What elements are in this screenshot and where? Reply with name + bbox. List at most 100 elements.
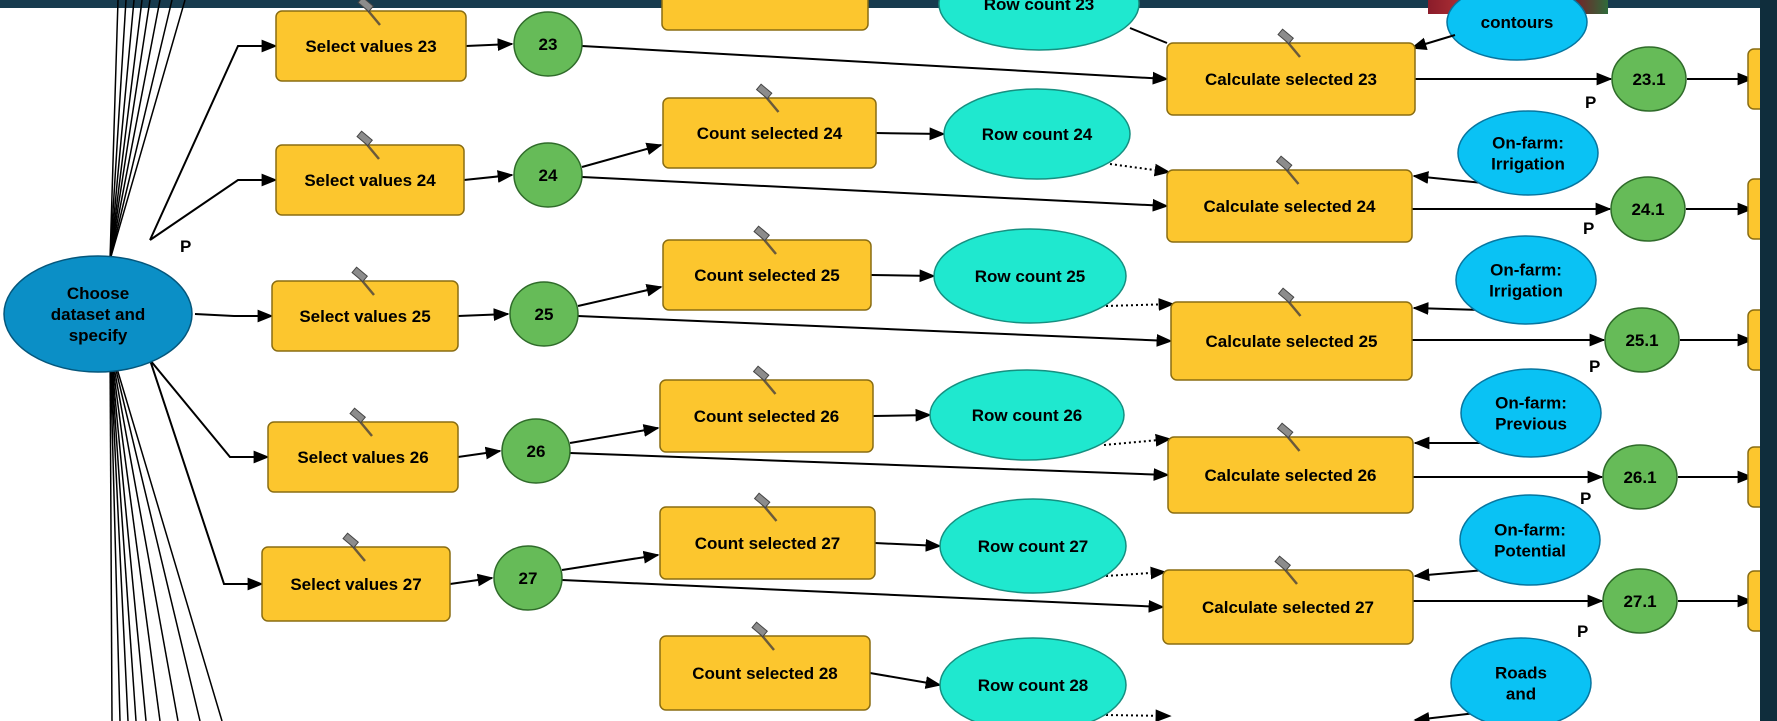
select-values-26-shape[interactable] bbox=[267, 421, 459, 493]
data-26[interactable]: 26 bbox=[501, 418, 571, 484]
input-24[interactable]: On-farm:Irrigation bbox=[1457, 110, 1599, 196]
calculate-selected-26-shape[interactable] bbox=[1167, 436, 1414, 514]
select-values-27[interactable]: Select values 27 bbox=[261, 532, 451, 622]
row-count-24-label-line: Row count 24 bbox=[982, 125, 1093, 144]
next-tool-25-partial[interactable] bbox=[1747, 309, 1760, 371]
select-values-26[interactable]: Select values 26 bbox=[267, 407, 459, 493]
select-values-27-shape[interactable] bbox=[261, 546, 451, 622]
row-count-23-partial-shape[interactable] bbox=[938, 0, 1140, 51]
select-values-23-shape[interactable] bbox=[275, 10, 467, 82]
data-26-shape[interactable] bbox=[501, 418, 571, 484]
count-selected-26-shape[interactable] bbox=[659, 379, 874, 453]
calculate-selected-25[interactable]: Calculate selected 25 bbox=[1170, 287, 1413, 381]
input-contours-partial[interactable]: contours bbox=[1446, 0, 1588, 61]
input-contours-partial-shape[interactable] bbox=[1446, 0, 1588, 61]
hammer-head bbox=[1276, 422, 1294, 439]
select-values-24-shape[interactable] bbox=[275, 144, 465, 216]
output-25-label: 25.1 bbox=[1625, 331, 1658, 350]
input-25-label-line: On-farm: bbox=[1490, 260, 1562, 279]
input-27-shape[interactable] bbox=[1459, 494, 1601, 586]
next-tool-27-partial[interactable] bbox=[1747, 570, 1760, 632]
data-24[interactable]: 24 bbox=[513, 142, 583, 208]
calculate-selected-23[interactable]: Calculate selected 23 bbox=[1166, 28, 1416, 116]
output-27[interactable]: 27.1 bbox=[1602, 568, 1678, 634]
input-25-shape[interactable] bbox=[1455, 235, 1597, 325]
calculate-selected-25-shape[interactable] bbox=[1170, 301, 1413, 381]
row-count-25[interactable]: Row count 25 bbox=[933, 228, 1127, 324]
hammer-icon bbox=[753, 225, 777, 255]
count-selected-28[interactable]: Count selected 28 bbox=[659, 621, 871, 711]
hammer-icon bbox=[356, 130, 380, 160]
row-count-24-shape[interactable] bbox=[943, 88, 1131, 180]
count-selected-24[interactable]: Count selected 24 bbox=[662, 83, 877, 169]
next-tool-23-partial[interactable] bbox=[1747, 48, 1760, 110]
count-selected-23-partial[interactable] bbox=[661, 0, 869, 31]
row-count-28[interactable]: Row count 28 bbox=[939, 637, 1127, 721]
count-selected-27[interactable]: Count selected 27 bbox=[659, 492, 876, 580]
output-27-shape[interactable] bbox=[1602, 568, 1678, 634]
next-tool-26-partial[interactable] bbox=[1747, 446, 1760, 508]
count-selected-28-shape[interactable] bbox=[659, 635, 871, 711]
row-count-26-shape[interactable] bbox=[929, 369, 1125, 461]
row24-input-to-calc bbox=[1412, 171, 1484, 184]
input-28-shape[interactable] bbox=[1450, 637, 1592, 721]
output-23[interactable]: 23.1 bbox=[1611, 46, 1687, 112]
input-26-shape[interactable] bbox=[1460, 368, 1602, 458]
row28-input-to-calc bbox=[1413, 712, 1477, 721]
row-count-26[interactable]: Row count 26 bbox=[929, 369, 1125, 461]
calculate-selected-27[interactable]: Calculate selected 27 bbox=[1162, 555, 1414, 645]
input-24-shape[interactable] bbox=[1457, 110, 1599, 196]
row-count-27-shape[interactable] bbox=[939, 498, 1127, 594]
hammer-icon bbox=[349, 407, 373, 437]
row23-select-to-data bbox=[465, 38, 514, 52]
data-25-shape[interactable] bbox=[509, 281, 579, 347]
row28-precondition bbox=[1105, 709, 1172, 721]
source-fan-line bbox=[109, 0, 161, 261]
count-selected-23-partial-shape[interactable] bbox=[661, 0, 869, 31]
p-label-26: P bbox=[1580, 489, 1591, 508]
count-selected-24-shape[interactable] bbox=[662, 97, 877, 169]
count-selected-25[interactable]: Count selected 25 bbox=[662, 225, 872, 311]
select-values-25[interactable]: Select values 25 bbox=[271, 266, 459, 352]
calculate-selected-24[interactable]: Calculate selected 24 bbox=[1166, 155, 1413, 243]
row-count-23-partial[interactable]: Row count 23 bbox=[938, 0, 1140, 51]
output-24-shape[interactable] bbox=[1610, 176, 1686, 242]
data-23-shape[interactable] bbox=[513, 11, 583, 77]
next-tool-24-partial[interactable] bbox=[1747, 178, 1760, 240]
count-selected-25-shape[interactable] bbox=[662, 239, 872, 311]
row-count-28-shape[interactable] bbox=[939, 637, 1127, 721]
input-25[interactable]: On-farm:Irrigation bbox=[1455, 235, 1597, 325]
output-26-shape[interactable] bbox=[1602, 444, 1678, 510]
output-25[interactable]: 25.1 bbox=[1604, 307, 1680, 373]
row-count-25-shape[interactable] bbox=[933, 228, 1127, 324]
row24-source-connector bbox=[149, 173, 278, 241]
input-26[interactable]: On-farm:Previous bbox=[1460, 368, 1602, 458]
data-25[interactable]: 25 bbox=[509, 281, 579, 347]
calculate-selected-26[interactable]: Calculate selected 26 bbox=[1167, 422, 1414, 514]
data-27[interactable]: 27 bbox=[493, 545, 563, 611]
data-27-shape[interactable] bbox=[493, 545, 563, 611]
data-23[interactable]: 23 bbox=[513, 11, 583, 77]
count-selected-27-shape[interactable] bbox=[659, 506, 876, 580]
input-27[interactable]: On-farm:Potential bbox=[1459, 494, 1601, 586]
output-23-shape[interactable] bbox=[1611, 46, 1687, 112]
calculate-selected-27-shape[interactable] bbox=[1162, 569, 1414, 645]
row-count-24[interactable]: Row count 24 bbox=[943, 88, 1131, 180]
output-25-shape[interactable] bbox=[1604, 307, 1680, 373]
hammer-head bbox=[342, 532, 359, 549]
p-label-source: P bbox=[180, 237, 191, 256]
output-26[interactable]: 26.1 bbox=[1602, 444, 1678, 510]
calculate-selected-24-shape[interactable] bbox=[1166, 169, 1413, 243]
output-24[interactable]: 24.1 bbox=[1610, 176, 1686, 242]
select-values-25-shape[interactable] bbox=[271, 280, 459, 352]
select-values-23[interactable]: Select values 23 bbox=[275, 0, 467, 82]
data-24-shape[interactable] bbox=[513, 142, 583, 208]
count-selected-26[interactable]: Count selected 26 bbox=[659, 365, 874, 453]
source-fan-line bbox=[109, 344, 179, 721]
choose-dataset-node-shape[interactable] bbox=[3, 255, 193, 373]
select-values-24[interactable]: Select values 24 bbox=[275, 130, 465, 216]
row-count-27[interactable]: Row count 27 bbox=[939, 498, 1127, 594]
calculate-selected-23-shape[interactable] bbox=[1166, 42, 1416, 116]
